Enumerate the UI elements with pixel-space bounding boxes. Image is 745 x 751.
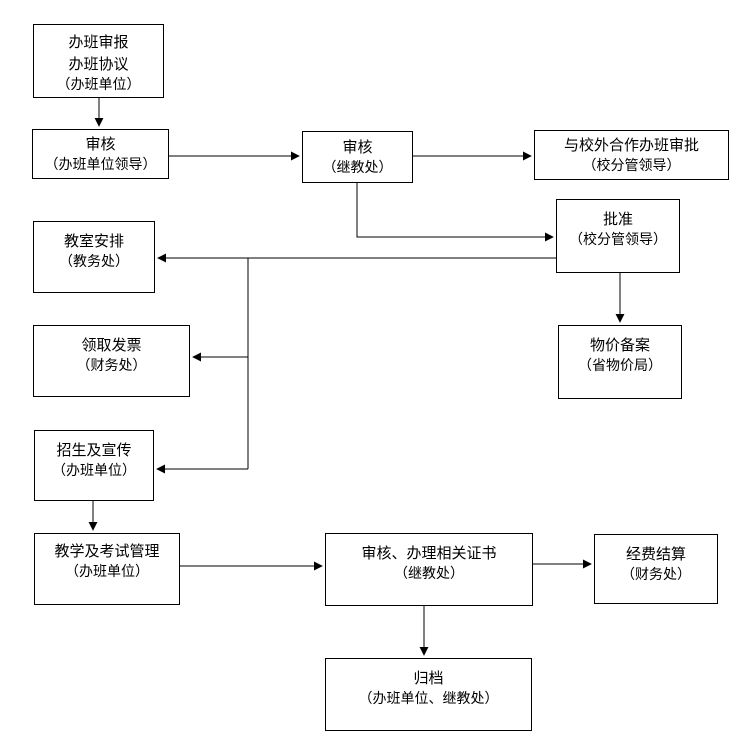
node-archive: 归档 （办班单位、继教处）: [325, 658, 532, 731]
node-price-filing-title: 物价备案: [589, 336, 650, 354]
node-settlement-org: （财务处）: [621, 567, 691, 583]
node-archive-title: 归档: [413, 669, 444, 687]
node-certificates: 审核、办理相关证书 （继教处）: [325, 533, 533, 606]
node-invoice-org: （财务处）: [76, 358, 147, 374]
node-settlement: 经费结算 （财务处）: [594, 534, 718, 604]
node-teaching-org: （办班单位）: [65, 564, 149, 580]
node-review-unit-title: 审核: [85, 135, 116, 153]
node-teaching: 教学及考试管理 （办班单位）: [34, 533, 180, 605]
node-certificates-title: 审核、办理相关证书: [361, 544, 497, 562]
node-recruit-org: （办班单位）: [52, 463, 136, 479]
node-certificates-org: （继教处）: [394, 566, 464, 582]
node-price-filing-org: （省物价局）: [578, 358, 662, 374]
node-review-unit-org: （办班单位领导）: [44, 157, 157, 173]
node-review-unit: 审核 （办班单位领导）: [32, 129, 169, 179]
node-classroom-org: （教务处）: [59, 254, 129, 270]
node-recruit-title: 招生及宣传: [56, 441, 132, 459]
node-external-approval-title: 与校外合作办班审批: [563, 136, 699, 154]
node-invoice: 领取发票 （财务处）: [33, 325, 190, 397]
node-approve-title: 批准: [602, 210, 633, 228]
node-external-approval-org: （校分管领导）: [582, 158, 681, 174]
node-apply: 办班审报 办班协议 （办班单位）: [33, 24, 164, 98]
node-apply-title-2: 办班协议: [68, 55, 129, 73]
node-apply-org: （办班单位）: [56, 77, 141, 93]
node-archive-org: （办班单位、继教处）: [358, 691, 499, 707]
node-classroom: 教室安排 （教务处）: [33, 221, 155, 293]
edge-review-jijiao-approve: [356, 183, 554, 242]
node-apply-title-1: 办班审报: [68, 33, 129, 51]
node-classroom-title: 教室安排: [63, 232, 124, 250]
node-review-jijiao-title: 审核: [342, 138, 373, 156]
node-price-filing: 物价备案 （省物价局）: [558, 325, 682, 399]
node-review-jijiao: 审核 （继教处）: [302, 131, 413, 183]
node-settlement-title: 经费结算: [625, 545, 686, 563]
node-approve: 批准 （校分管领导）: [556, 199, 680, 273]
node-recruit: 招生及宣传 （办班单位）: [34, 430, 154, 501]
node-approve-org: （校分管领导）: [569, 232, 667, 248]
node-review-jijiao-org: （继教处）: [322, 160, 393, 176]
node-invoice-title: 领取发票: [81, 336, 142, 354]
node-external-approval: 与校外合作办班审批 （校分管领导）: [534, 130, 729, 180]
node-teaching-title: 教学及考试管理: [54, 542, 160, 560]
